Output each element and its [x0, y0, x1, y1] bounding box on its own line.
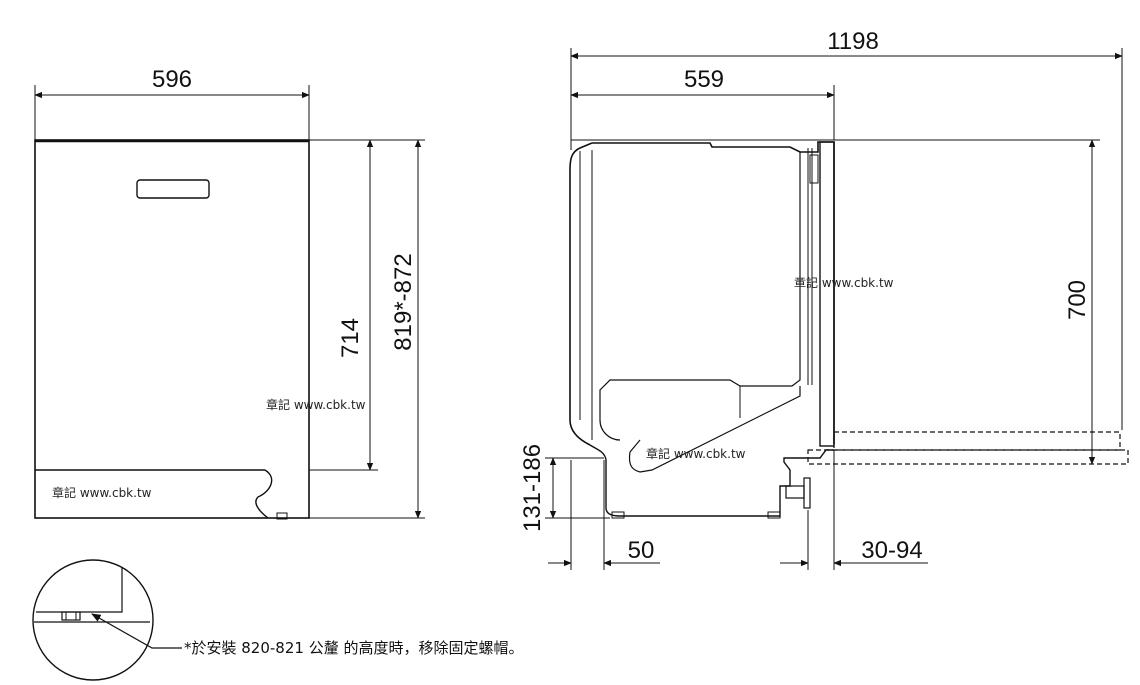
adjust-screw: [785, 485, 805, 499]
fixing-nut: [61, 611, 81, 621]
plinth-dashed: [833, 431, 1121, 451]
door-handle: [136, 179, 210, 199]
floor-dashed: [807, 449, 1129, 465]
footnote: *於安裝 820-821 公釐 的高度時，移除固定螺帽。: [184, 639, 523, 657]
front-foot: [276, 512, 288, 520]
watermark-side-upper: 章記 www.cbk.tw: [794, 275, 894, 290]
watermark-front-panel: 章記 www.cbk.tw: [266, 397, 366, 412]
front-foot-side: [767, 511, 781, 519]
side-view: [545, 48, 1129, 570]
front-view: [34, 85, 425, 520]
detail-circle: [32, 559, 154, 681]
detail-view: [32, 559, 182, 681]
machine-base: [589, 444, 834, 517]
front-total-height-label: 819*-872: [390, 253, 417, 350]
machine-outline-top: [592, 141, 835, 444]
side-height-label: 700: [1064, 280, 1091, 320]
watermark-front-plinth: 章記 www.cbk.tw: [52, 485, 152, 500]
rear-foot: [611, 511, 625, 519]
side-body-depth-label: 559: [684, 66, 724, 93]
inner-tub: [599, 152, 801, 441]
machine-front-curve: [569, 142, 593, 446]
door-panel: [819, 141, 835, 447]
front-height-label: 714: [337, 318, 364, 358]
front-width-label: 596: [152, 66, 192, 93]
front-body-outline: [34, 139, 310, 519]
plinth-recess-label: 50: [628, 537, 655, 564]
footnote-leader: [91, 613, 182, 649]
side-total-depth-label: 1198: [827, 28, 879, 55]
door-offset-label: 30-94: [861, 537, 922, 564]
plinth-height-label: 131-186: [519, 444, 546, 532]
hinge-bracket: [809, 154, 819, 184]
watermark-side-lower: 章記 www.cbk.tw: [646, 446, 746, 461]
